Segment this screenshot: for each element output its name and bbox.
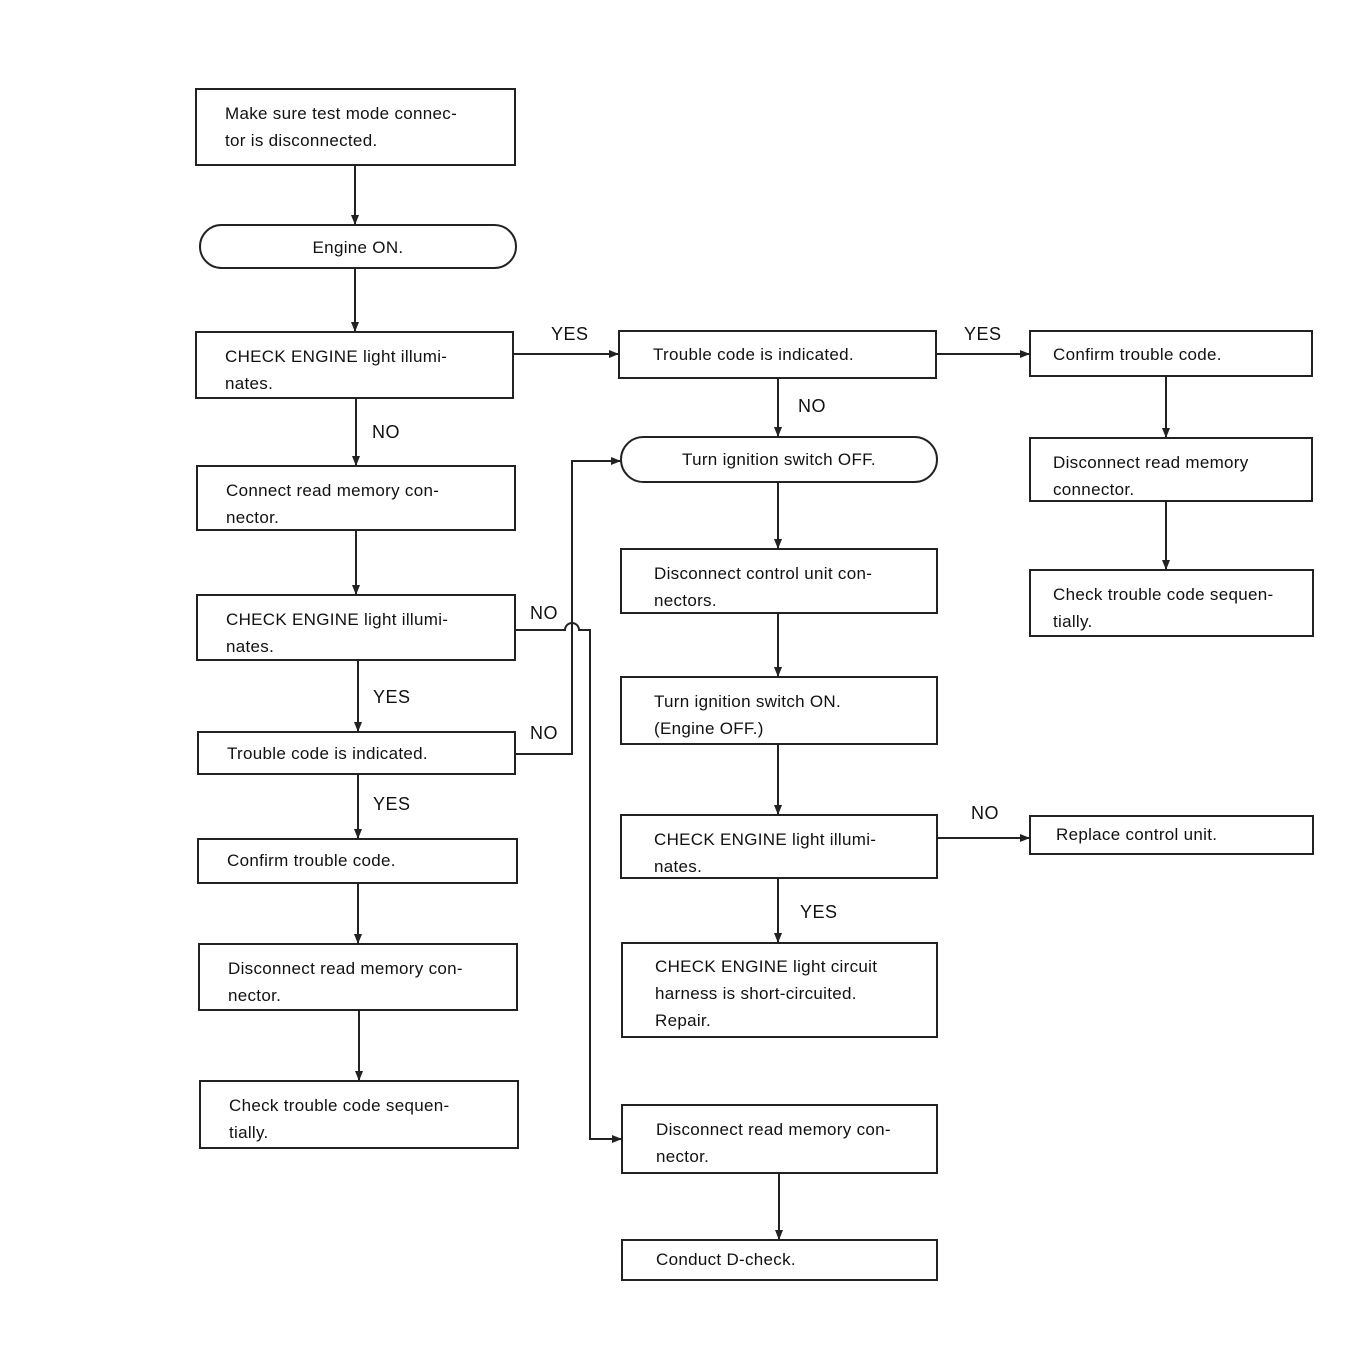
label-no-check1: NO (372, 422, 400, 442)
box-check-engine-3: CHECK ENGINE light illumi- nates. (620, 814, 938, 879)
box-trouble-code-mid: Trouble code is indicated. (618, 330, 937, 379)
label-no-trouble-left: NO (530, 723, 558, 743)
label-yes-check1: YES (551, 324, 589, 344)
box-engine-on: Engine ON. (199, 224, 517, 269)
box-test-mode-connector: Make sure test mode connec- tor is disco… (195, 88, 516, 166)
box-disconnect-read-memory-left: Disconnect read memory con- nector. (198, 943, 518, 1011)
label-yes-trouble-mid: YES (964, 324, 1002, 344)
box-short-circuit-repair: CHECK ENGINE light circuit harness is sh… (621, 942, 938, 1038)
label-yes-check3: YES (800, 902, 838, 922)
box-replace-control-unit: Replace control unit. (1029, 815, 1314, 855)
label-no-trouble-mid: NO (798, 396, 826, 416)
label-yes-check2: YES (373, 687, 411, 707)
arrow-trouble-left-no (516, 457, 621, 755)
box-trouble-code-left: Trouble code is indicated. (197, 731, 516, 775)
label-yes-trouble-left: YES (373, 794, 411, 814)
box-check-seq-left: Check trouble code sequen- tially. (199, 1080, 519, 1149)
box-disconnect-control-unit: Disconnect control unit con- nectors. (620, 548, 938, 614)
box-check-engine-1: CHECK ENGINE light illumi- nates. (195, 331, 514, 399)
label-no-check3: NO (971, 803, 999, 823)
box-confirm-trouble-right: Confirm trouble code. (1029, 330, 1313, 377)
box-d-check: Conduct D-check. (621, 1239, 938, 1281)
box-disconnect-read-memory-right: Disconnect read memory connector. (1029, 437, 1313, 502)
box-disconnect-read-memory-mid: Disconnect read memory con- nector. (621, 1104, 938, 1174)
box-check-engine-2: CHECK ENGINE light illumi- nates. (196, 594, 516, 661)
box-check-seq-right: Check trouble code sequen- tially. (1029, 569, 1314, 637)
box-ignition-off: Turn ignition switch OFF. (620, 436, 938, 483)
box-connect-read-memory: Connect read memory con- nector. (196, 465, 516, 531)
box-confirm-trouble-left: Confirm trouble code. (197, 838, 518, 884)
box-ignition-on: Turn ignition switch ON. (Engine OFF.) (620, 676, 938, 745)
arrow-check2-no (516, 622, 622, 1143)
label-no-check2: NO (530, 603, 558, 623)
